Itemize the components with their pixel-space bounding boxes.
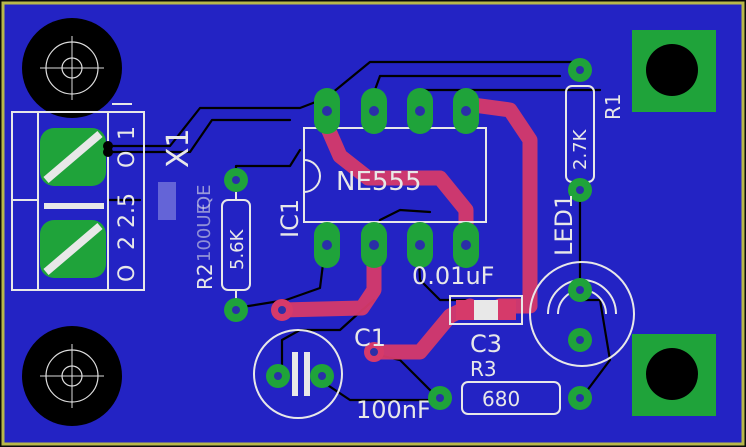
led1-designator-label: LED1 xyxy=(550,194,578,256)
via xyxy=(103,147,113,157)
x1-mid-label: 2.5 xyxy=(115,193,140,228)
resistor-r2: 5.6K R2 100UE xyxy=(193,168,251,322)
x1-pin1-label: 1 xyxy=(115,126,140,140)
r2-value-label: 5.6K xyxy=(227,228,248,270)
r2-designator-label: R2 xyxy=(193,263,217,290)
r1-value-label: 2.7K xyxy=(570,128,591,170)
x1-pin2-alt-label: O xyxy=(115,265,140,282)
mounting-hole-icon xyxy=(22,18,122,118)
r3-designator-label: R3 xyxy=(470,357,497,381)
resistor-r1: 2.7K R1 xyxy=(565,58,625,202)
ic-pin xyxy=(361,222,387,268)
capacitor-c3: 0.01uF C3 xyxy=(412,262,523,358)
ic-pin xyxy=(453,88,479,134)
ic-ne555-footprint: NE555 IC1 xyxy=(276,88,487,268)
ic-pin xyxy=(453,222,479,268)
x1-mid-block xyxy=(158,182,176,220)
x1-pin2-label: 2 xyxy=(115,236,140,250)
square-pad-icon xyxy=(632,334,716,416)
r3-value-label: 680 xyxy=(482,387,520,411)
c3-value-label: 0.01uF xyxy=(412,262,494,290)
screw-terminal-icon: 1 O 2.5 2 O X1 QE xyxy=(11,103,215,291)
c1-value-label: 100nF xyxy=(356,396,431,424)
c3-designator-label: C3 xyxy=(470,330,502,358)
electrolytic-cap-icon: C1 100nF xyxy=(253,299,431,424)
c1-designator-label: C1 xyxy=(354,324,386,352)
ic-pin xyxy=(361,88,387,134)
ic-pin xyxy=(407,88,433,134)
x1-mid-label2: QE xyxy=(194,184,215,210)
x1-pin1-alt-label: O xyxy=(115,151,140,168)
led-outline-icon: LED1 xyxy=(529,194,635,367)
mounting-hole-icon xyxy=(22,326,122,426)
r1-designator-label: R1 xyxy=(601,93,625,120)
r2-alt-label: 100UE xyxy=(194,203,215,262)
ic-designator-label: IC1 xyxy=(276,199,304,238)
square-pad-icon xyxy=(632,30,716,112)
x1-designator-label: X1 xyxy=(161,128,196,168)
ic-value-label: NE555 xyxy=(336,167,422,197)
resistor-r3: 680 R3 xyxy=(428,357,592,415)
ic-pin xyxy=(314,88,340,134)
ic-pin xyxy=(314,222,340,268)
ic-pin xyxy=(407,222,433,268)
